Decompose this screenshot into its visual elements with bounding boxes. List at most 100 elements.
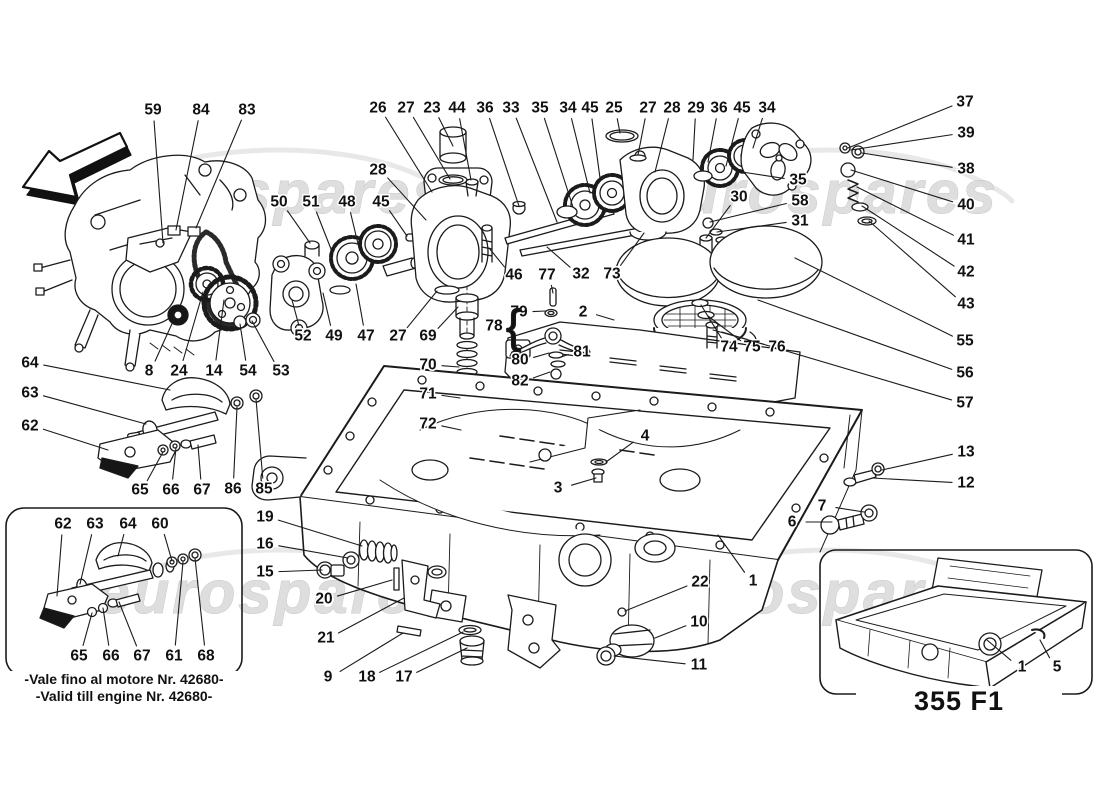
callout-53-58[interactable]: 53 <box>271 361 292 381</box>
callout-37-19[interactable]: 37 <box>955 92 975 112</box>
callout-20-75[interactable]: 20 <box>314 589 334 609</box>
callout-40-22[interactable]: 40 <box>956 195 976 215</box>
callout-39-20[interactable]: 39 <box>956 123 977 143</box>
callout-30-35[interactable]: 30 <box>729 187 749 207</box>
callout-33-8[interactable]: 33 <box>501 98 522 118</box>
callout-29-15[interactable]: 29 <box>686 98 707 118</box>
callout-4-80[interactable]: 4 <box>639 426 651 446</box>
callout-65-94[interactable]: 65 <box>69 646 90 666</box>
callout-86-70[interactable]: 86 <box>223 479 244 499</box>
callout-78-43[interactable]: 78 <box>484 316 505 336</box>
callout-28-14[interactable]: 28 <box>662 98 683 118</box>
callout-65-67[interactable]: 65 <box>130 480 151 500</box>
callout-49-60[interactable]: 49 <box>324 326 345 346</box>
callout-51-31[interactable]: 51 <box>301 192 322 212</box>
callout-77-39[interactable]: 77 <box>537 265 557 285</box>
callout-36-16[interactable]: 36 <box>709 98 730 118</box>
callout-18-78[interactable]: 18 <box>357 667 378 687</box>
callout-5-100[interactable]: 5 <box>1051 657 1063 677</box>
callout-58-36[interactable]: 58 <box>790 191 811 211</box>
callout-27-62[interactable]: 27 <box>388 326 408 346</box>
callout-41-23[interactable]: 41 <box>956 230 977 250</box>
callout-57-28[interactable]: 57 <box>955 393 975 413</box>
callout-27-13[interactable]: 27 <box>638 98 658 118</box>
callout-63-91[interactable]: 63 <box>85 514 106 534</box>
callout-12-83[interactable]: 12 <box>956 473 976 493</box>
callout-9-77[interactable]: 9 <box>322 667 334 687</box>
callout-52-59[interactable]: 52 <box>293 326 313 346</box>
callout-47-61[interactable]: 47 <box>356 326 376 346</box>
callout-34-18[interactable]: 34 <box>757 98 778 118</box>
callout-23-5[interactable]: 23 <box>422 98 443 118</box>
callout-16-73[interactable]: 16 <box>255 534 276 554</box>
callout-10-88[interactable]: 10 <box>689 612 709 632</box>
callout-62-90[interactable]: 62 <box>53 514 73 534</box>
callout-66-95[interactable]: 66 <box>101 646 122 666</box>
callout-81-46[interactable]: 81 <box>572 342 593 362</box>
callout-21-76[interactable]: 21 <box>316 628 337 648</box>
callout-66-68[interactable]: 66 <box>161 480 182 500</box>
callout-8-54[interactable]: 8 <box>143 361 155 381</box>
callout-32-40[interactable]: 32 <box>571 264 591 284</box>
callout-63-52[interactable]: 63 <box>20 383 41 403</box>
callout-35-34[interactable]: 35 <box>788 170 809 190</box>
callout-80-45[interactable]: 80 <box>510 350 530 370</box>
callout-83-2[interactable]: 83 <box>237 100 258 120</box>
callout-17-79[interactable]: 17 <box>394 667 414 687</box>
callout-15-74[interactable]: 15 <box>255 562 276 582</box>
callout-76-50[interactable]: 76 <box>767 337 788 357</box>
callout-38-21[interactable]: 38 <box>956 159 977 179</box>
callout-70-64[interactable]: 70 <box>418 355 438 375</box>
callout-22-86[interactable]: 22 <box>690 572 710 592</box>
callout-71-65[interactable]: 71 <box>418 384 439 404</box>
callout-45-17[interactable]: 45 <box>732 98 753 118</box>
callout-31-37[interactable]: 31 <box>790 211 811 231</box>
callout-50-30[interactable]: 50 <box>269 192 289 212</box>
callout-67-69[interactable]: 67 <box>192 480 212 500</box>
callout-42-24[interactable]: 42 <box>956 262 976 282</box>
callout-26-3[interactable]: 26 <box>368 98 389 118</box>
callout-85-71[interactable]: 85 <box>254 479 275 499</box>
callout-68-98[interactable]: 68 <box>196 646 217 666</box>
callout-84-1[interactable]: 84 <box>191 100 212 120</box>
callout-69-63[interactable]: 69 <box>418 326 439 346</box>
callout-46-38[interactable]: 46 <box>504 265 525 285</box>
callout-61-97[interactable]: 61 <box>164 646 185 666</box>
callout-67-96[interactable]: 67 <box>132 646 152 666</box>
callout-44-6[interactable]: 44 <box>447 98 468 118</box>
callout-1-87[interactable]: 1 <box>747 571 759 591</box>
callout-55-26[interactable]: 55 <box>955 331 976 351</box>
callout-13-82[interactable]: 13 <box>956 442 977 462</box>
callout-19-72[interactable]: 19 <box>255 507 276 527</box>
callout-35-9[interactable]: 35 <box>530 98 551 118</box>
callout-24-55[interactable]: 24 <box>169 361 190 381</box>
callout-56-27[interactable]: 56 <box>955 363 976 383</box>
callout-60-93[interactable]: 60 <box>150 514 170 534</box>
callout-11-89[interactable]: 11 <box>689 655 709 675</box>
callout-7-84[interactable]: 7 <box>816 496 828 516</box>
callout-1-99[interactable]: 1 <box>1016 657 1028 677</box>
callout-45-11[interactable]: 45 <box>580 98 601 118</box>
callout-79-42[interactable]: 79 <box>509 302 530 322</box>
callout-28-29[interactable]: 28 <box>368 160 389 180</box>
callout-2-44[interactable]: 2 <box>577 302 589 322</box>
callout-14-56[interactable]: 14 <box>204 361 225 381</box>
callout-64-92[interactable]: 64 <box>118 514 139 534</box>
callout-64-51[interactable]: 64 <box>20 353 41 373</box>
callout-3-81[interactable]: 3 <box>552 478 564 498</box>
callout-59-0[interactable]: 59 <box>143 100 164 120</box>
callout-54-57[interactable]: 54 <box>238 361 259 381</box>
callout-34-10[interactable]: 34 <box>558 98 579 118</box>
callout-73-41[interactable]: 73 <box>602 264 623 284</box>
callout-82-47[interactable]: 82 <box>510 371 530 391</box>
callout-62-53[interactable]: 62 <box>20 416 40 436</box>
callout-6-85[interactable]: 6 <box>786 512 798 532</box>
callout-45-33[interactable]: 45 <box>371 192 392 212</box>
callout-48-32[interactable]: 48 <box>337 192 358 212</box>
callout-72-66[interactable]: 72 <box>418 414 438 434</box>
callout-74-48[interactable]: 74 <box>719 337 740 357</box>
callout-43-25[interactable]: 43 <box>956 294 977 314</box>
callout-36-7[interactable]: 36 <box>475 98 496 118</box>
callout-25-12[interactable]: 25 <box>604 98 625 118</box>
callout-27-4[interactable]: 27 <box>396 98 416 118</box>
